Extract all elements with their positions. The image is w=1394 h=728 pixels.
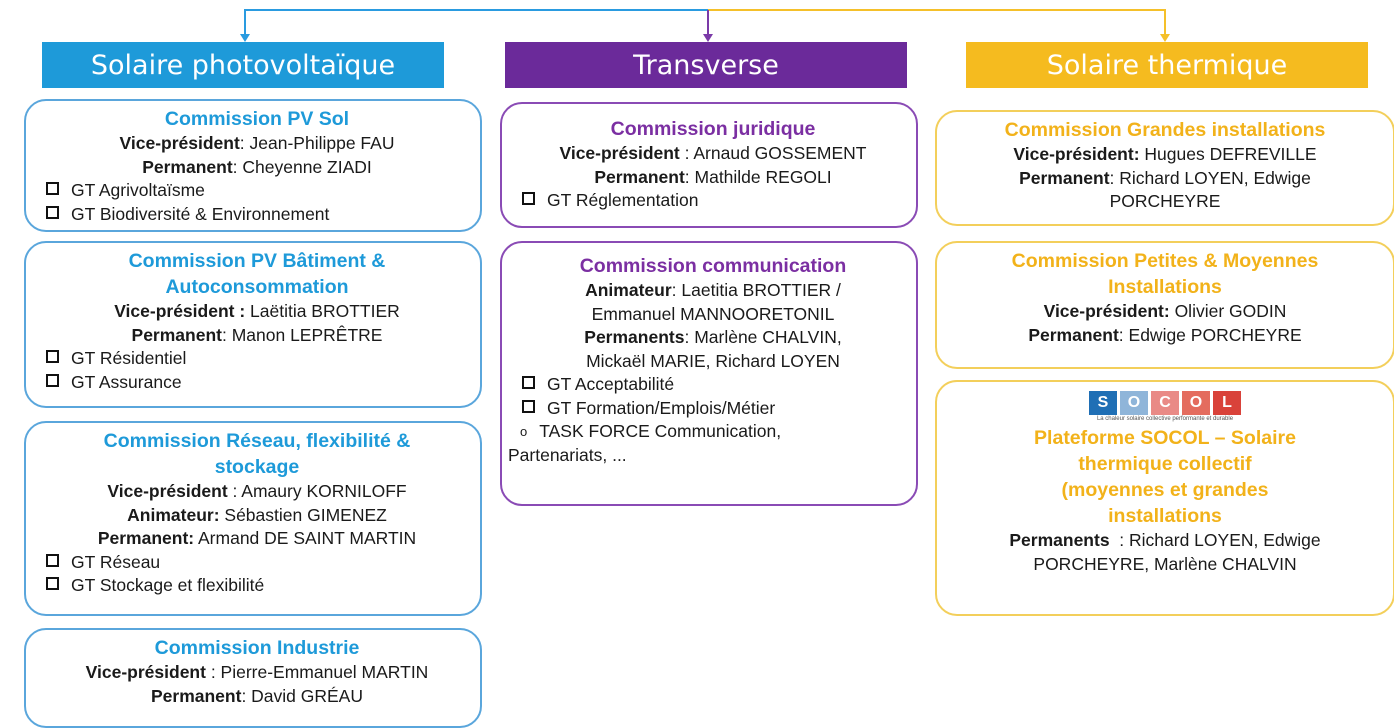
header-solaire-photovoltaique: Solaire photovoltaïque bbox=[42, 42, 444, 88]
socol-logo-letter: O bbox=[1182, 391, 1210, 415]
socol-logo-letter: S bbox=[1089, 391, 1117, 415]
socol-logo-letter: L bbox=[1213, 391, 1241, 415]
permanents-line-2: PORCHEYRE, Marlène CHALVIN bbox=[1033, 553, 1297, 574]
card-title: Commission PV Bâtiment & bbox=[128, 250, 386, 272]
socol-logo-tagline: La chaleur solaire collective performant… bbox=[1096, 416, 1234, 422]
checkbox-icon bbox=[522, 376, 535, 389]
vice-president-line: Vice-président : Laëtitia BROTTIER bbox=[114, 301, 400, 321]
checkbox-icon bbox=[522, 192, 535, 205]
permanent-line: Permanent: Richard LOYEN, Edwige bbox=[1019, 167, 1311, 188]
socol-logo: S O C O L bbox=[947, 391, 1383, 415]
card-commission-petites-moyennes: Commission Petites & Moyennes Installati… bbox=[935, 241, 1394, 369]
vice-president-line: Vice-président : Arnaud GOSSEMENT bbox=[559, 143, 867, 163]
card-title: Commission PV Sol bbox=[164, 108, 350, 130]
permanent-line: Permanent: Armand DE SAINT MARTIN bbox=[97, 528, 417, 548]
list-item: GT Assurance bbox=[44, 371, 470, 395]
card-title-line-2: Autoconsommation bbox=[165, 276, 349, 298]
permanents-line: Permanents : Richard LOYEN, Edwige bbox=[1009, 530, 1321, 550]
list-item: GT Formation/Emplois/Métier bbox=[520, 397, 906, 421]
list-item: GT Biodiversité & Environnement bbox=[44, 203, 470, 227]
vice-president-line: Vice-président: Jean-Philippe FAU bbox=[119, 133, 395, 153]
card-title: Commission Grandes installations bbox=[1004, 119, 1326, 141]
permanent-line: Permanent: Cheyenne ZIADI bbox=[142, 156, 372, 177]
header-transverse: Transverse bbox=[505, 42, 907, 88]
list-item-continuation: Partenariats, ... bbox=[508, 444, 627, 465]
card-title: Commission communication bbox=[579, 255, 847, 277]
card-commission-grandes-installations: Commission Grandes installations Vice-pr… bbox=[935, 110, 1394, 226]
card-title: Commission Industrie bbox=[154, 637, 360, 659]
vice-president-line: Vice-président : Pierre-Emmanuel MARTIN bbox=[85, 662, 429, 682]
card-title: Commission Réseau, flexibilité & bbox=[103, 430, 411, 452]
checkbox-icon bbox=[46, 553, 59, 567]
card-title: Plateforme SOCOL – Solaire bbox=[1034, 427, 1296, 449]
checkbox-icon bbox=[46, 205, 59, 219]
card-commission-pv-sol: Commission PV Sol Vice-président: Jean-P… bbox=[24, 99, 482, 232]
card-commission-industrie: Commission Industrie Vice-président : Pi… bbox=[24, 628, 482, 728]
list-item: GT Agrivoltaïsme bbox=[44, 179, 470, 203]
vice-president-line: Vice-président : Amaury KORNILOFF bbox=[107, 481, 407, 501]
header-solaire-thermique: Solaire thermique bbox=[966, 42, 1368, 88]
socol-logo-letter: O bbox=[1120, 391, 1148, 415]
checkbox-icon bbox=[522, 399, 535, 413]
card-title-line-4: installations bbox=[1108, 505, 1222, 527]
circle-bullet-icon: o bbox=[520, 424, 528, 439]
card-title-line-2: stockage bbox=[214, 456, 300, 478]
card-commission-reseau: Commission Réseau, flexibilité & stockag… bbox=[24, 421, 482, 616]
card-title-line-2: thermique collectif bbox=[1078, 453, 1252, 475]
permanent-line: Permanent: Edwige PORCHEYRE bbox=[1028, 324, 1302, 345]
checkbox-icon bbox=[46, 577, 59, 590]
permanents-line: Permanents: Marlène CHALVIN, bbox=[584, 327, 842, 347]
card-plateforme-socol: S O C O L La chaleur solaire collective … bbox=[935, 380, 1394, 616]
permanents-line-2: Mickaël MARIE, Richard LOYEN bbox=[586, 350, 840, 371]
card-commission-communication: Commission communication Animateur: Laet… bbox=[500, 241, 918, 506]
animateur-line-2: Emmanuel MANNOORETONIL bbox=[591, 303, 835, 324]
card-commission-pv-batiment: Commission PV Bâtiment & Autoconsommatio… bbox=[24, 241, 482, 408]
vice-president-line: Vice-président: Olivier GODIN bbox=[1043, 301, 1287, 321]
checkbox-icon bbox=[46, 373, 59, 387]
animateur-line: Animateur: Laetitia BROTTIER / bbox=[585, 280, 841, 300]
card-commission-juridique: Commission juridique Vice-président : Ar… bbox=[500, 102, 918, 228]
permanent-line: Permanent: Mathilde REGOLI bbox=[594, 166, 832, 187]
animateur-line: Animateur: Sébastien GIMENEZ bbox=[127, 504, 387, 525]
list-item: GT Stockage et flexibilité bbox=[44, 574, 470, 598]
card-title-line-2: Installations bbox=[1108, 276, 1222, 298]
checkbox-icon bbox=[46, 182, 59, 195]
list-item: GT Réglementation bbox=[520, 189, 906, 213]
permanent-line-2: PORCHEYRE bbox=[1109, 191, 1221, 211]
card-title: Commission juridique bbox=[610, 118, 816, 140]
checkbox-icon bbox=[46, 350, 59, 363]
vice-president-line: Vice-président: Hugues DEFREVILLE bbox=[1013, 144, 1317, 164]
permanent-line: Permanent: Manon LEPRÊTRE bbox=[131, 324, 383, 345]
card-title: Commission Petites & Moyennes bbox=[1011, 250, 1319, 272]
list-item: GT Résidentiel bbox=[44, 347, 470, 371]
permanent-line: Permanent: David GRÉAU bbox=[150, 685, 363, 706]
card-title-line-3: (moyennes et grandes bbox=[1061, 479, 1269, 501]
list-item: GT Acceptabilité bbox=[520, 373, 906, 397]
connector-lines bbox=[240, 9, 1170, 42]
socol-logo-letter: C bbox=[1151, 391, 1179, 415]
list-item: GT Réseau bbox=[44, 551, 470, 575]
